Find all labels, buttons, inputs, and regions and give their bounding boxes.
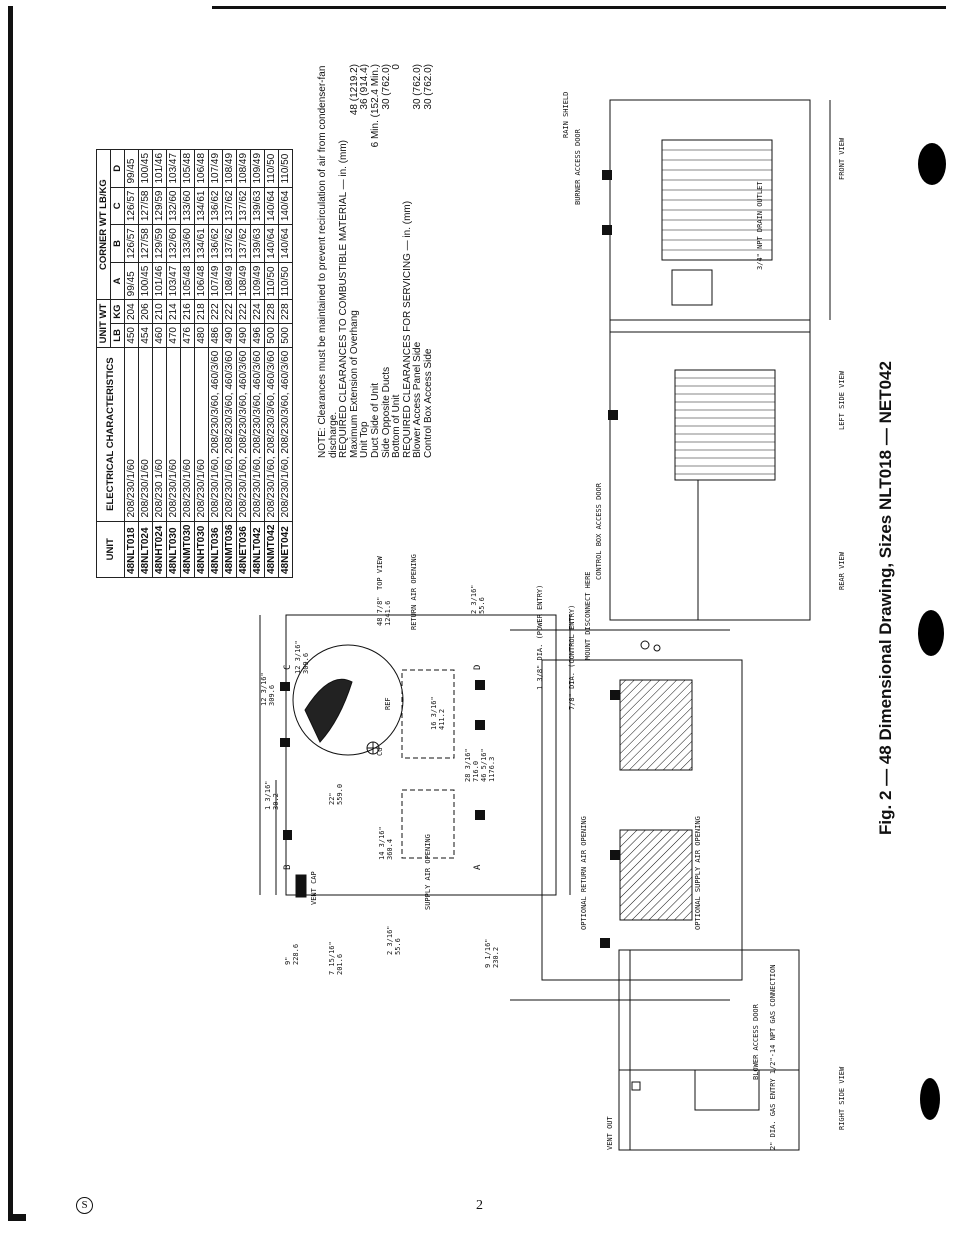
dim-2-3-16-right-mm: 55.6 (478, 597, 486, 614)
dim-9: 9" (284, 957, 292, 965)
control-box-access-label: CONTROL BOX ACCESS DOOR (595, 482, 603, 580)
dim-22-mm: 559.0 (336, 784, 344, 805)
blower-access-door-label: BLOWER ACCESS DOOR (752, 1003, 760, 1080)
left-coil-grille (674, 369, 776, 481)
dim-9-1-16-mm: 230.2 (492, 947, 500, 968)
corner-b: B (283, 865, 293, 870)
dim-28: 28 3/16" (464, 748, 472, 782)
dim-2-3-16-right: 2 3/16" (470, 584, 478, 614)
dim-28-mm: 716.0 (472, 761, 480, 782)
burner-access-label: BURNER ACCESS DOOR (574, 128, 582, 205)
rain-shield-box (671, 269, 713, 306)
left-binding-rule (8, 6, 13, 1221)
rain-shield-label: RAIN SHIELD (562, 92, 570, 138)
punch-hole-top (918, 143, 946, 185)
punch-hole-bottom (920, 1078, 940, 1120)
drain-outlet-label: 3/4" NPT DRAIN OUTLET (756, 181, 764, 270)
return-air-opening-label: RETURN AIR OPENING (410, 554, 418, 630)
supply-air-opening-label: SUPPLY AIR OPENING (424, 834, 432, 910)
supply-opening-dashed (401, 789, 455, 859)
rear-view-label: REAR VIEW (838, 551, 846, 590)
dim-12-3-16b: 12 3/16" (294, 640, 302, 674)
dim-1-3-16-mm: 30.2 (272, 793, 280, 810)
vent-out-label: VENT OUT (606, 1115, 614, 1150)
front-view-outline (609, 99, 811, 321)
optional-return-label: OPTIONAL RETURN AIR OPENING (580, 816, 588, 930)
corner-d: D (473, 665, 483, 670)
vent-cap-label: VENT CAP (310, 871, 318, 905)
right-side-view-outline (618, 949, 800, 1151)
dim-46: 46 5/16" (480, 748, 488, 782)
dim-12-3-16-mm: 309.6 (268, 685, 276, 706)
front-view-label: FRONT VIEW (838, 137, 846, 180)
top-view-label: TOP VIEW (376, 555, 384, 590)
control-entry-label: 7/8" DIA. (CONTROL ENTRY) (568, 605, 576, 710)
top-view-outline (285, 614, 557, 896)
corner-mark (12, 1214, 26, 1221)
dimensional-drawing: TOP VIEW REAR VIEW LEFT SIDE VIEW FRONT … (259, 92, 846, 1151)
corner-c: C (283, 665, 293, 670)
ref-label: REF (384, 697, 392, 710)
company-logo: S (76, 1197, 93, 1214)
dim-12-3-16b-mm: 309.6 (302, 653, 310, 674)
page-number: 2 (476, 1198, 483, 1213)
gas-connection-label: 2" DIA. GAS ENTRY 1/2"-14 NPT GAS CONNEC… (769, 965, 777, 1150)
vent-out-panel (694, 1069, 760, 1111)
optional-supply-label: OPTIONAL SUPPLY AIR OPENING (694, 816, 702, 930)
dim-22: 22" (328, 792, 336, 805)
dim-7-mm: 201.6 (336, 954, 344, 975)
clearance-value: 0 (391, 64, 403, 70)
dim-9-mm: 228.6 (292, 944, 300, 965)
dim-2-3-16-mm: 55.6 (394, 938, 402, 955)
right-side-view-label: RIGHT SIDE VIEW (838, 1066, 846, 1130)
dim-7: 7 15/16" (328, 941, 336, 975)
supply-opening-hatched (619, 829, 693, 921)
dim-1-3-16: 1 3/16" (264, 780, 272, 810)
return-opening-hatched (619, 679, 693, 771)
power-entry-label: 1 3/8" DIA. (POWER ENTRY) (536, 585, 544, 690)
top-rule (212, 6, 946, 9)
mount-disconnect-label: MOUNT DISCONNECT HERE (584, 571, 592, 660)
dim-12-3-16: 12 3/16" (260, 672, 268, 706)
dim-14-3-16-mm: 360.4 (386, 839, 394, 860)
dim-16-mm: 411.2 (438, 709, 446, 730)
cg-label: CG (376, 748, 384, 756)
fan-blade (304, 678, 353, 743)
dim-2-3-16: 2 3/16" (386, 925, 394, 955)
dim-16: 16 3/16" (430, 696, 438, 730)
left-side-view-outline (609, 319, 811, 621)
left-side-view-label: LEFT SIDE VIEW (838, 370, 846, 430)
airflow-arrows (280, 170, 620, 948)
dim-46-mm: 1176.3 (488, 757, 496, 782)
condenser-fan-circle (292, 644, 404, 756)
figure-caption: Fig. 2 — 48 Dimensional Drawing, Sizes N… (876, 361, 895, 835)
dim-48-mm: 1241.6 (384, 601, 392, 626)
dim-14-3-16: 14 3/16" (378, 826, 386, 860)
dim-9-1-16: 9 1/16" (484, 938, 492, 968)
vent-cap-shape (295, 874, 307, 898)
punch-hole-middle (918, 610, 944, 656)
gas-entry (631, 1081, 641, 1091)
dim-48: 48 7/8" (376, 596, 384, 626)
rear-view-outline (541, 659, 743, 981)
corner-a: A (473, 864, 483, 870)
return-opening-dashed (401, 669, 455, 759)
